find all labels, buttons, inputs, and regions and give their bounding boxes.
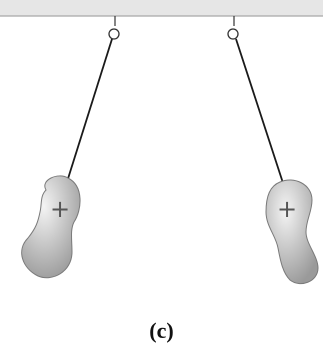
left-charged-ball: [22, 176, 80, 278]
right-hook-ring: [228, 29, 238, 39]
right-plus-sign: +: [277, 195, 297, 223]
panel-label: (c): [0, 318, 323, 344]
left-pendulum: +: [22, 16, 119, 278]
right-thread: [236, 39, 283, 183]
left-thread: [66, 39, 112, 185]
ceiling-bar: [0, 0, 323, 16]
left-plus-sign: +: [50, 195, 70, 223]
left-hook-ring: [109, 29, 119, 39]
right-pendulum: +: [228, 16, 318, 284]
